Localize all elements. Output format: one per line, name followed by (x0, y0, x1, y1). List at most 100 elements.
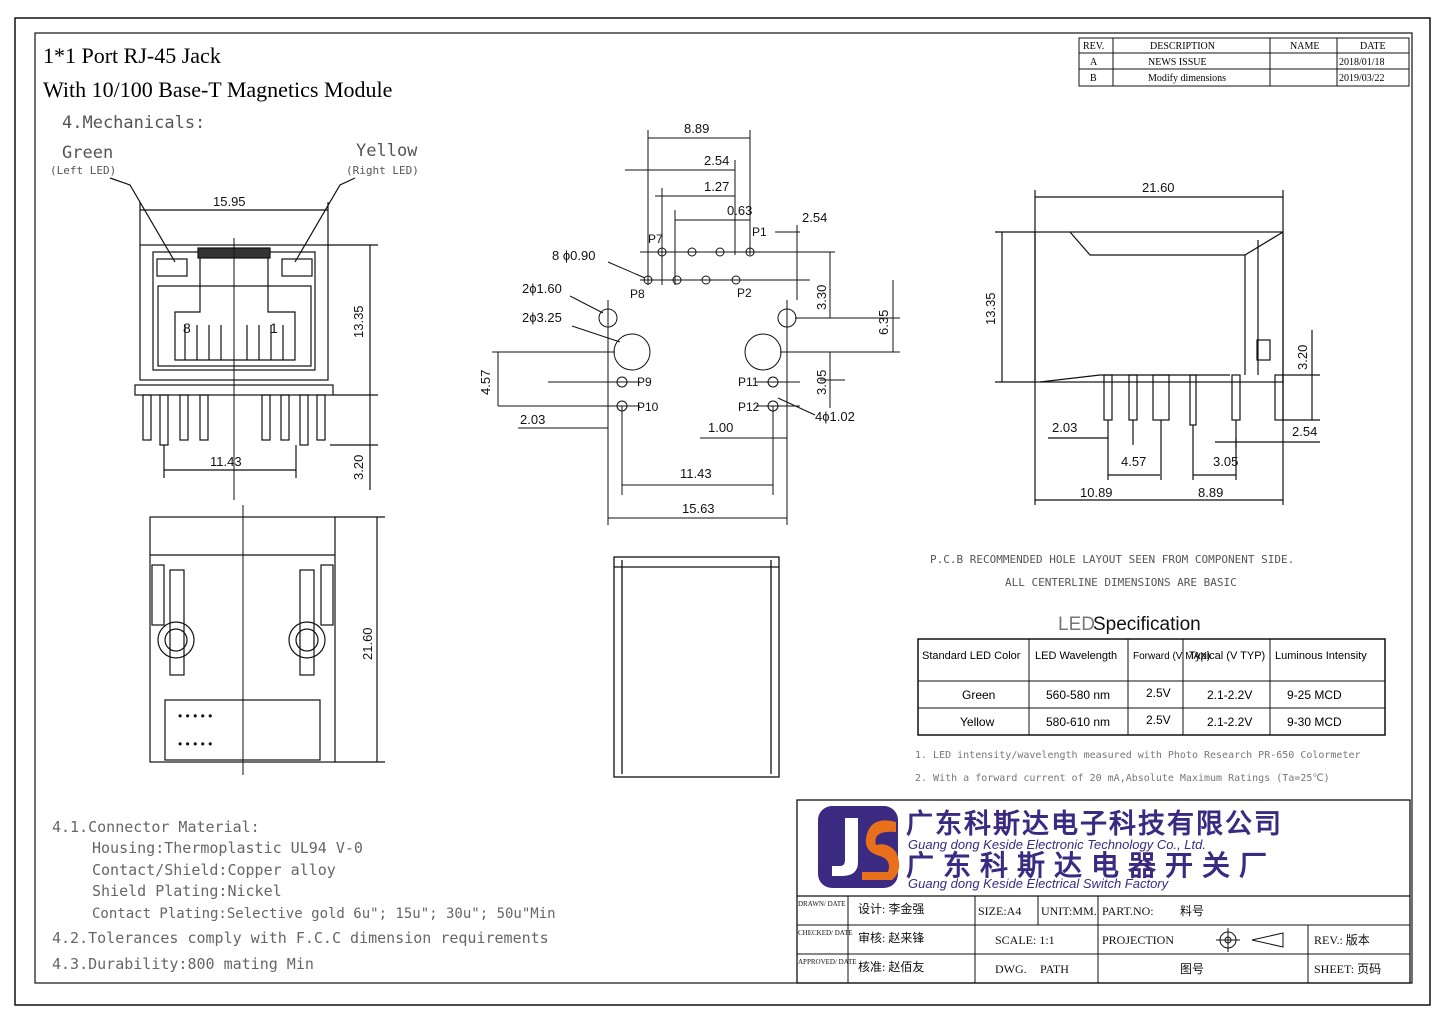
materials-durability: 4.3.Durability:800 mating Min (52, 955, 314, 973)
projection-symbol-icon (1216, 928, 1284, 952)
checked-label: CHECKED/ DATE (798, 929, 853, 937)
materials-tolerances: 4.2.Tolerances comply with F.C.C dimensi… (52, 929, 549, 947)
company-name-cn-1: 广东科斯达电子科技有限公司 (906, 808, 1283, 839)
dim-side-pin: 3.20 (1295, 345, 1310, 370)
side-view: 21.60 13.35 3.20 2.03 4.57 (983, 180, 1320, 505)
dim-front-pin: 3.20 (351, 455, 366, 480)
dim-bottom-length: 21.60 (360, 627, 375, 660)
dim-front-width: 15.95 (213, 194, 246, 209)
pcb-note-2: ALL CENTERLINE DIMENSIONS ARE BASIC (1005, 576, 1237, 589)
yellow-leader (294, 177, 356, 263)
bottom-view: • • • • • • • • • • 21.60 (149, 505, 385, 775)
led-r2-color: Yellow (960, 715, 995, 729)
sheet-value: SHEET: 页码 (1314, 962, 1381, 976)
size-value: SIZE:A4 (978, 904, 1021, 918)
led-r2-intensity: 9-30 MCD (1287, 715, 1342, 729)
green-led-sub: (Left LED) (50, 164, 116, 177)
inner-border (34, 32, 1413, 984)
pin-p9: P9 (637, 375, 652, 389)
led-h-intensity: Luminous Intensity (1275, 650, 1367, 662)
rev-row-b-rev: B (1090, 73, 1097, 84)
company-logo (818, 806, 900, 888)
drawn-label: DRAWN/ DATE (798, 900, 845, 908)
dim-h4-102: 4ϕ1.02 (815, 409, 855, 424)
dim-side-length: 21.60 (1142, 180, 1175, 195)
yellow-led-sub: (Right LED) (346, 164, 419, 177)
led-note-2: 2. With a forward current of 20 mA,Absol… (915, 773, 1330, 784)
materials-plating: Shield Plating:Nickel (92, 882, 282, 900)
pin-p12: P12 (738, 400, 760, 414)
pin-1-label: 1 (270, 320, 278, 336)
approved-label: APPROVED/ DATE (798, 958, 857, 966)
dim-pcb-1143: 11.43 (680, 466, 712, 481)
led-h-wavelength: LED Wavelength (1035, 650, 1117, 662)
pin-p10: P10 (637, 400, 659, 414)
rev-header-name: NAME (1290, 41, 1319, 52)
materials-heading: 4.1.Connector Material: (52, 818, 260, 836)
dim-pcb-635: 6.35 (876, 310, 891, 335)
part-no-label: PART.NO: (1102, 904, 1154, 918)
rev-row-b-desc: Modify dimensions (1148, 73, 1226, 84)
dim-side-457: 4.57 (1121, 454, 1146, 469)
top-view (613, 556, 780, 778)
dim-pcb-330: 3.30 (814, 285, 829, 310)
pcb-note-1: P.C.B RECOMMENDED HOLE LAYOUT SEEN FROM … (930, 553, 1294, 566)
outer-border (14, 17, 1431, 1006)
rev-header-rev: REV. (1083, 41, 1104, 52)
dim-pcb-254a: 2.54 (704, 153, 729, 168)
title-line2: With 10/100 Base-T Magnetics Module (43, 77, 392, 102)
led-r2-wave: 580-610 nm (1046, 715, 1110, 729)
rev-row-a-rev: A (1090, 57, 1098, 68)
rev-row-a-date: 2018/01/18 (1339, 57, 1385, 68)
title-line1: 1*1 Port RJ-45 Jack (43, 43, 221, 68)
path-label: PATH (1040, 962, 1069, 976)
led-r2-forward: 2.5V (1146, 713, 1171, 727)
led-r1-forward: 2.5V (1146, 686, 1171, 700)
unit-value: UNIT:MM. (1041, 904, 1097, 918)
led-spec-title-led: LED (1058, 614, 1095, 635)
dim-side-1089: 10.89 (1080, 485, 1113, 500)
led-h-forward: Forward (V MAX) (1133, 651, 1210, 662)
dim-pcb-063: 0.63 (727, 203, 752, 218)
dim-holes8: 8 ϕ0.90 (552, 248, 595, 263)
green-leader (109, 177, 176, 263)
pin-p7: P7 (648, 232, 663, 246)
section-mechanicals: 4.Mechanicals: (62, 113, 205, 133)
pcb-layout: 8.89 2.54 1.27 0.63 2.54 P7 P1 P8 P2 8 ϕ… (478, 121, 900, 525)
dim-side-305: 3.05 (1213, 454, 1238, 469)
dim-pcb-889: 8.89 (684, 121, 709, 136)
company-name-cn-2: 广东科斯达电器开关厂 (906, 849, 1276, 881)
projection-label: PROJECTION (1102, 933, 1174, 947)
drawing-no-value: 图号 (1180, 962, 1204, 976)
rev-row-b-date: 2019/03/22 (1339, 73, 1385, 84)
drawn-value: 设计: 李金强 (858, 901, 924, 916)
pin-8-label: 8 (183, 320, 191, 336)
revision-table: REV. DESCRIPTION NAME DATE A NEWS ISSUE … (1078, 37, 1410, 87)
dim-pcb-305: 3.05 (814, 370, 829, 395)
front-view: Green (Left LED) Yellow (Right LED) 15.9… (50, 141, 419, 500)
company-name-en-2: Guang dong Keside Electrical Switch Fact… (908, 876, 1170, 891)
dim-pcb-100: 1.00 (708, 420, 733, 435)
part-no-value: 料号 (1180, 904, 1204, 918)
dwg-label: DWG. (995, 962, 1027, 976)
title-block: 广东科斯达电子科技有限公司 Guang dong Keside Electron… (796, 799, 1411, 984)
dim-front-bottom: 11.43 (210, 454, 242, 469)
dim-pcb-457: 4.57 (478, 370, 493, 395)
materials-contact: Contact/Shield:Copper alloy (92, 861, 336, 879)
led-r1-intensity: 9-25 MCD (1287, 688, 1342, 702)
led-note-1: 1. LED intensity/wavelength measured wit… (915, 750, 1361, 761)
dim-h2-160: 2ϕ1.60 (522, 281, 562, 296)
materials-notes: 4.1.Connector Material: Housing:Thermopl… (52, 818, 556, 973)
dim-h2-325: 2ϕ3.25 (522, 310, 562, 325)
dim-front-height: 13.35 (351, 305, 366, 338)
rev-row-a-desc: NEWS ISSUE (1148, 57, 1207, 68)
led-h-color: Standard LED Color (922, 650, 1021, 662)
scale-value: SCALE: 1:1 (995, 933, 1055, 947)
rev-value: REV.: 版本 (1314, 933, 1370, 947)
led-spec-table: LED Specification Standard LED Color LED… (917, 614, 1386, 736)
svg-text:• • • • •: • • • • • (178, 737, 212, 751)
led-r1-typical: 2.1-2.2V (1207, 688, 1252, 702)
yellow-led-label: Yellow (356, 141, 418, 161)
dim-pcb-203: 2.03 (520, 412, 545, 427)
